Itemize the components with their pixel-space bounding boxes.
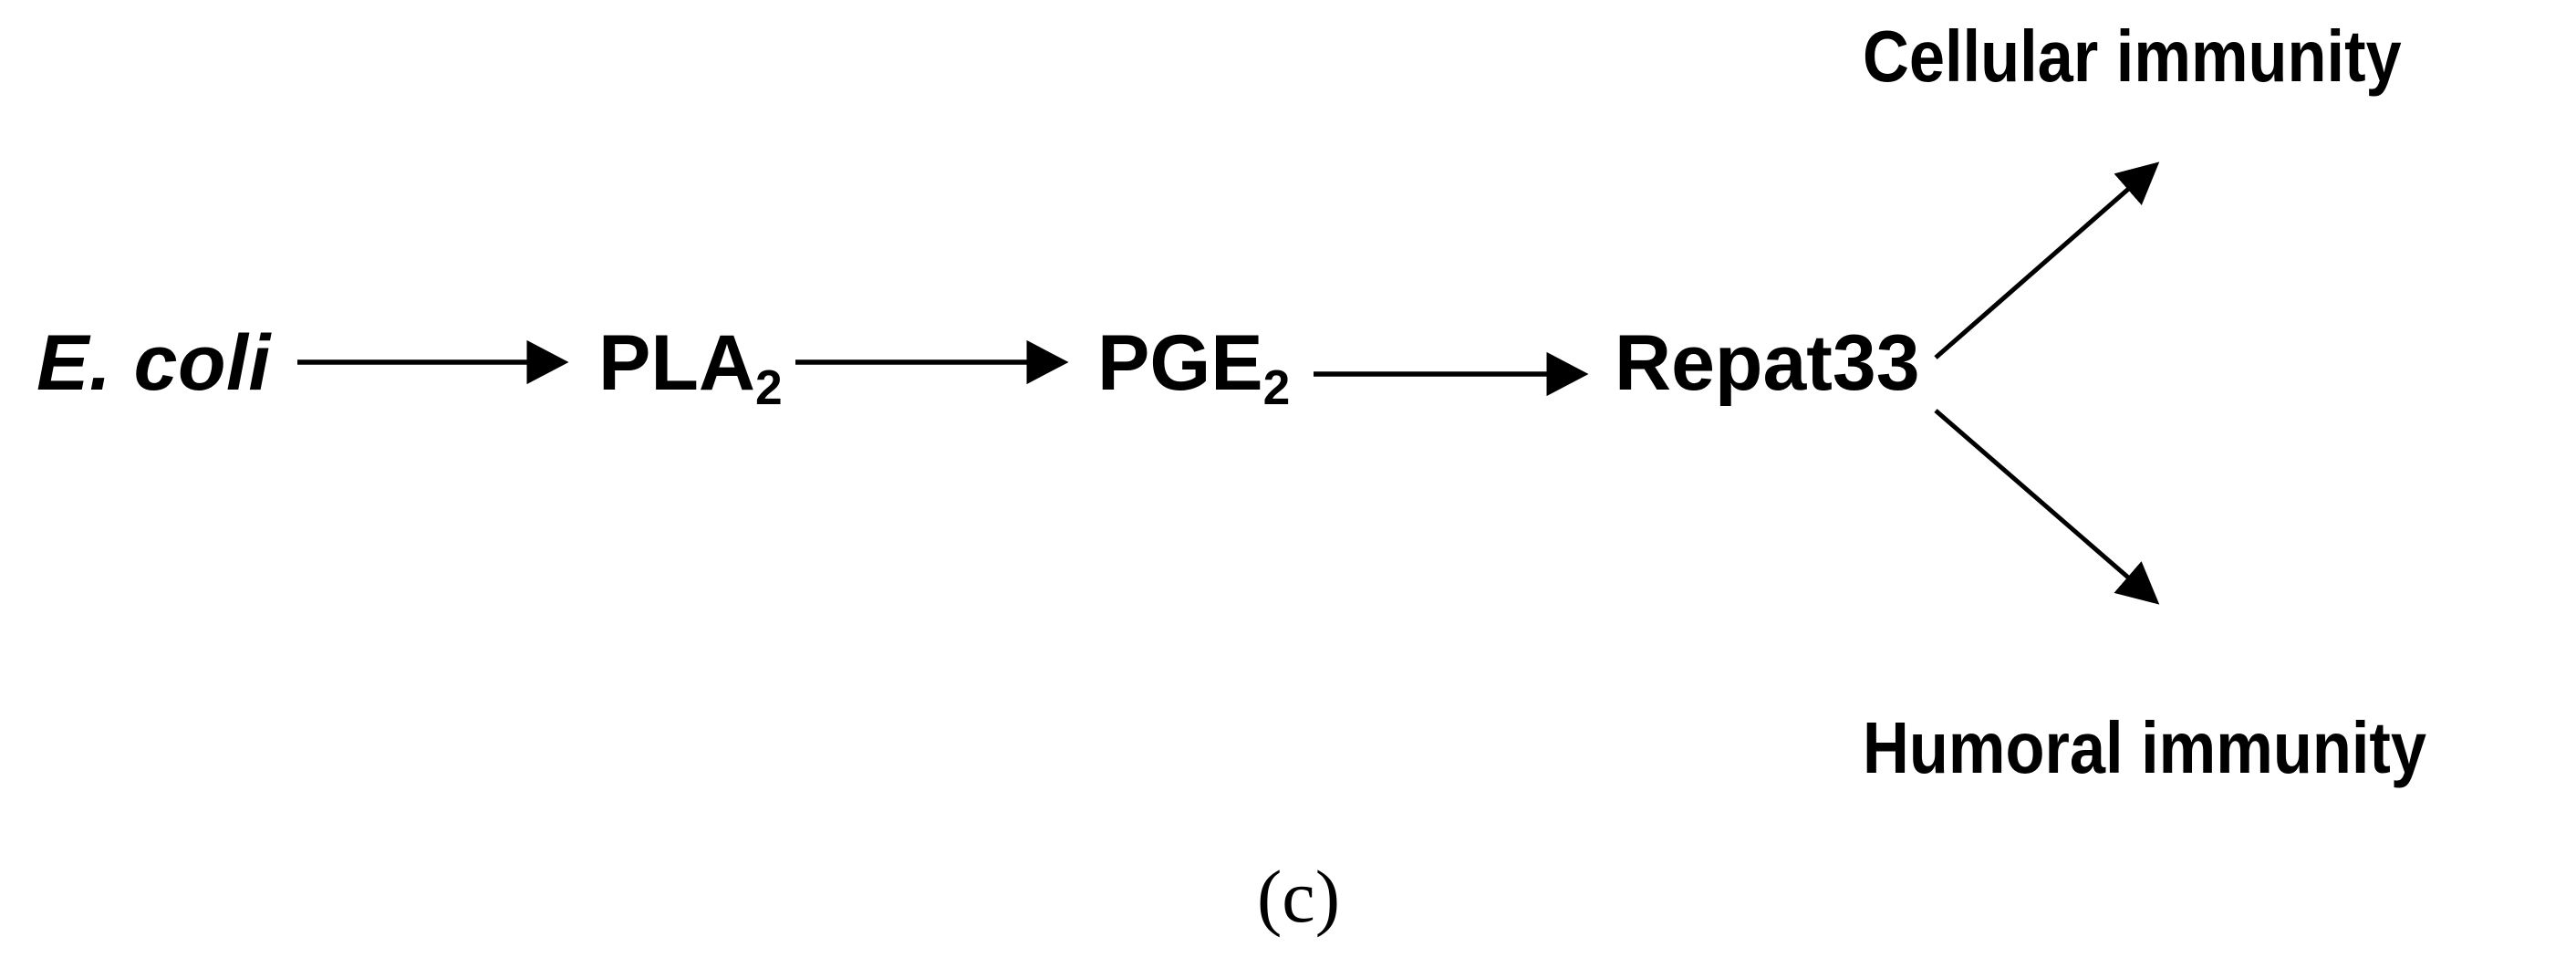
panel-caption: (c) xyxy=(1257,855,1341,938)
edge-repat33-to-humoral xyxy=(1934,409,2160,605)
node-pla2-base: PLA xyxy=(598,319,755,407)
node-pge2-subscript: 2 xyxy=(1262,360,1291,415)
node-pge2: PGE2 xyxy=(1097,324,1290,412)
node-repat33: Repat33 xyxy=(1615,319,1920,407)
node-ecoli: E. coli xyxy=(36,319,271,407)
outcome-cellular-immunity: Cellular immunity xyxy=(1863,16,2402,97)
edge-repat33-to-cellular xyxy=(1934,161,2160,359)
node-pla2-subscript: 2 xyxy=(755,360,783,415)
node-pla2: PLA2 xyxy=(598,324,783,412)
node-pge2-base: PGE xyxy=(1097,319,1263,407)
outcome-humoral-immunity: Humoral immunity xyxy=(1863,707,2427,788)
